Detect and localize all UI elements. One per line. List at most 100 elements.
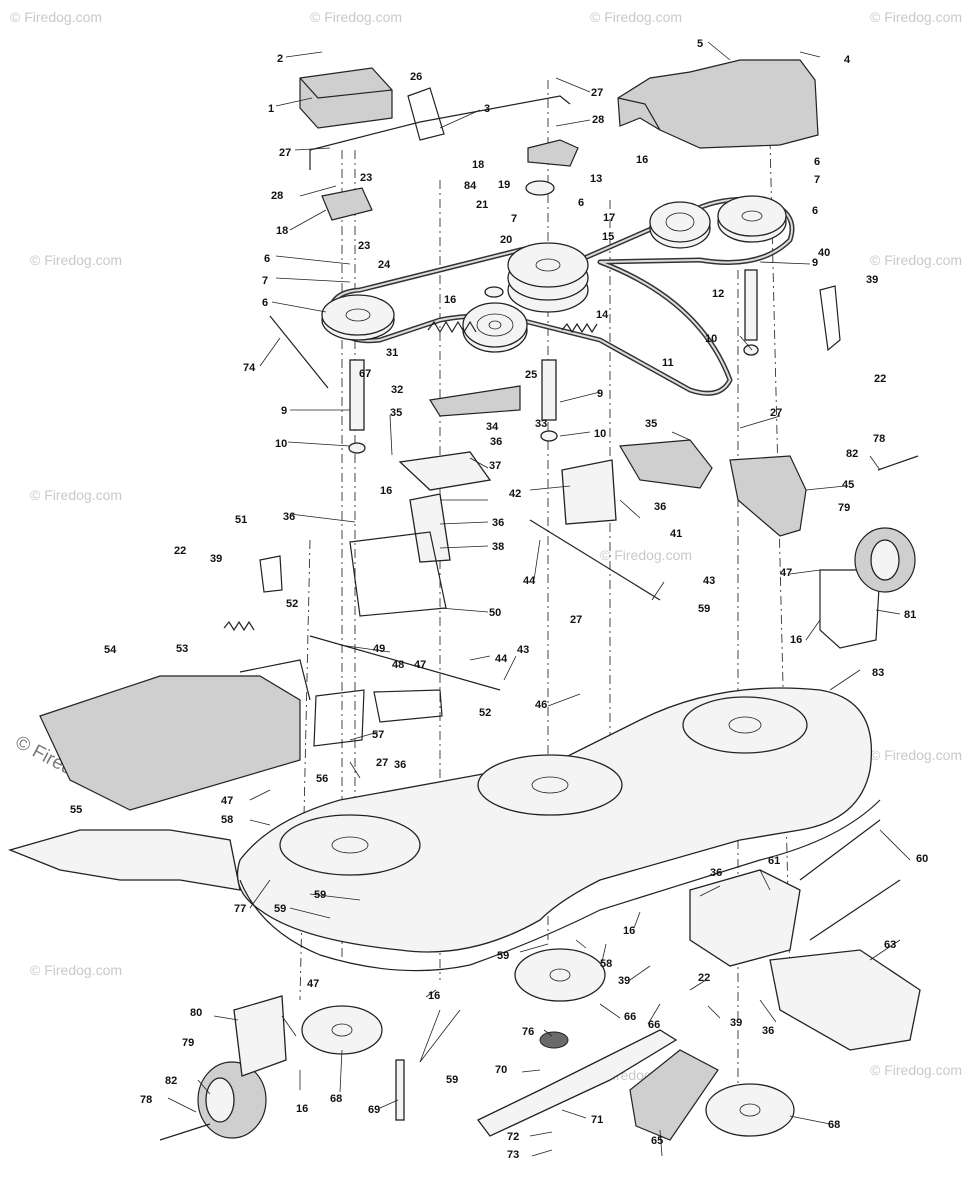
callout-41: 41 (670, 528, 682, 540)
spring-31 (427, 320, 477, 334)
callout-59: 59 (274, 903, 286, 915)
pulley-right (717, 195, 787, 243)
callout-7: 7 (511, 213, 517, 225)
callout-6: 6 (812, 205, 818, 217)
callout-47: 47 (414, 659, 426, 671)
callout-47: 47 (307, 978, 319, 990)
callout-32: 32 (391, 384, 403, 396)
watermark: © Firedog.com (30, 252, 122, 268)
watermark: © Firedog.com (30, 962, 122, 978)
callout-27: 27 (279, 147, 291, 159)
callout-36: 36 (762, 1025, 774, 1037)
bracket-41 (619, 439, 713, 489)
callout-14: 14 (596, 309, 609, 321)
bracket-42 (561, 459, 617, 525)
callout-21: 21 (476, 199, 488, 211)
callout-1: 1 (268, 103, 274, 115)
watermark: © Firedog.com (590, 9, 682, 25)
callout-59: 59 (698, 603, 710, 615)
callout-10: 10 (275, 438, 287, 450)
callout-16: 16 (380, 485, 392, 497)
deck-spindle-mount-left (279, 814, 421, 876)
callout-36: 36 (492, 517, 504, 529)
blade-adapter-center (514, 948, 606, 1002)
callout-17: 17 (603, 212, 615, 224)
bracket-26 (407, 87, 445, 141)
pulley-left (321, 294, 395, 341)
deck-spindle-mount-center (477, 754, 623, 816)
callout-25: 25 (525, 369, 537, 381)
callout-51: 51 (235, 514, 247, 526)
callout-49: 49 (373, 643, 385, 655)
spindle-left (348, 359, 366, 454)
callout-40: 40 (818, 247, 830, 259)
watermark: © Firedog.com (870, 747, 962, 763)
callout-78: 78 (873, 433, 885, 445)
callout-27: 27 (770, 407, 782, 419)
deck-spindle-mount-right (682, 696, 808, 754)
callout-34: 34 (486, 421, 499, 433)
callout-36: 36 (710, 867, 722, 879)
callout-57: 57 (372, 729, 384, 741)
callout-6: 6 (578, 197, 584, 209)
blade-adapter-right (705, 1083, 795, 1137)
belt-guard-rod (309, 95, 571, 170)
callout-18: 18 (276, 225, 288, 237)
callout-60: 60 (916, 853, 928, 865)
callout-16: 16 (296, 1103, 308, 1115)
bolt-78 (877, 455, 919, 471)
callout-labels: 1 2 3 4 5 6 6 6 6 6 7 7 7 9 9 9 10 10 10… (70, 38, 928, 1161)
callout-35: 35 (390, 407, 402, 419)
callout-22: 22 (174, 545, 186, 557)
bolt-69 (395, 1059, 405, 1121)
callout-27: 27 (591, 87, 603, 99)
callout-80: 80 (190, 1007, 202, 1019)
callout-79: 79 (838, 502, 850, 514)
callout-61: 61 (768, 855, 780, 867)
watermark: © Firedog.com (600, 547, 692, 563)
callout-72: 72 (507, 1131, 519, 1143)
callout-9: 9 (597, 388, 603, 400)
callout-27: 27 (570, 614, 582, 626)
callout-79: 79 (182, 1037, 194, 1049)
watermark: © Firedog.com (870, 1062, 962, 1078)
callout-44: 44 (523, 575, 536, 587)
callout-28: 28 (592, 114, 604, 126)
callout-7: 7 (814, 174, 820, 186)
rod-60 (809, 879, 901, 941)
callout-9: 9 (281, 405, 287, 417)
mulch-plug-65 (629, 1049, 719, 1141)
callout-56: 56 (316, 773, 328, 785)
callout-3: 3 (484, 103, 490, 115)
callout-6: 6 (264, 253, 270, 265)
callout-10: 10 (705, 333, 717, 345)
callout-53: 53 (176, 643, 188, 655)
callout-12: 12 (712, 288, 724, 300)
pulley-center-double (507, 242, 589, 313)
callout-36: 36 (490, 436, 502, 448)
callout-70: 70 (495, 1064, 507, 1076)
blade-adapter-left (301, 1005, 383, 1055)
callout-84: 84 (464, 180, 477, 192)
callout-42: 42 (509, 488, 521, 500)
blade-70 (477, 1029, 678, 1137)
callout-9: 9 (812, 257, 818, 269)
callout-81: 81 (904, 609, 916, 621)
callout-28: 28 (271, 190, 283, 202)
callout-2: 2 (277, 53, 283, 65)
bracket-48 (373, 689, 443, 723)
callout-68: 68 (828, 1119, 840, 1131)
callout-69: 69 (368, 1104, 380, 1116)
callout-54: 54 (104, 644, 117, 656)
callout-65: 65 (651, 1135, 663, 1147)
callout-66: 66 (624, 1011, 636, 1023)
nut-16 (484, 286, 504, 298)
callout-67: 67 (359, 368, 371, 380)
callout-52: 52 (479, 707, 491, 719)
callout-16: 16 (790, 634, 802, 646)
callout-22: 22 (698, 972, 710, 984)
callout-35: 35 (645, 418, 657, 430)
bracket-50 (349, 531, 447, 617)
callout-39: 39 (730, 1017, 742, 1029)
callout-39: 39 (210, 553, 222, 565)
